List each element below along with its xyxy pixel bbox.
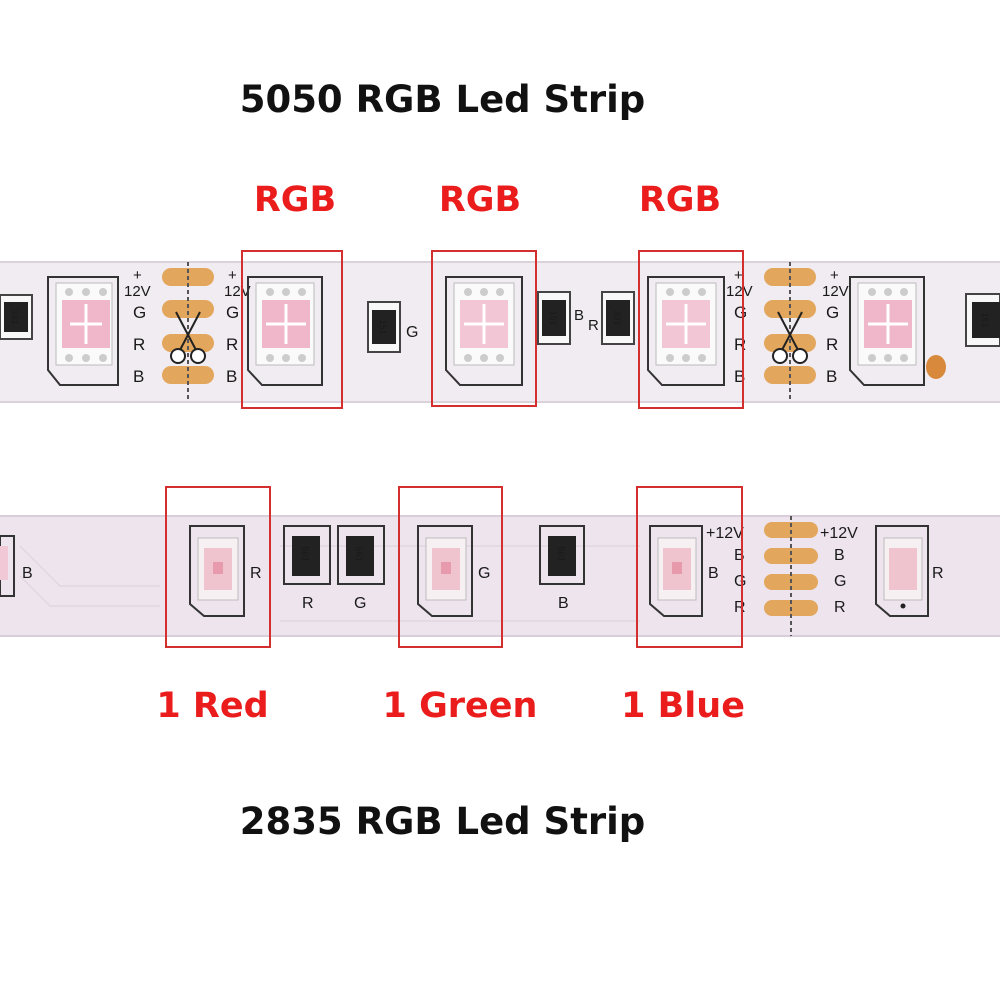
rgb-label-1: RGB [253, 180, 337, 220]
strip-2835-title: 2835 RGB Led Strip [239, 800, 646, 843]
led-5050-1 [47, 276, 119, 386]
label-1-green: 1 Green [382, 686, 538, 726]
resistor-561-2: 561 [337, 525, 385, 585]
svg-text:R: R [834, 599, 846, 616]
svg-text:B: B [133, 367, 144, 386]
scissors-icon-2 [777, 311, 803, 351]
svg-text:B: B [834, 547, 845, 564]
svg-text:+12V: +12V [820, 525, 858, 542]
led-2835-right [875, 525, 929, 617]
svg-text:B: B [734, 367, 745, 386]
highlight-box-red [165, 486, 271, 648]
svg-text:G: G [406, 324, 418, 341]
cut-pads-1 [162, 262, 214, 402]
scissors-handle-left-icon [170, 348, 186, 364]
label-1-red: 1 Red [156, 686, 269, 726]
svg-text:R: R [734, 599, 746, 616]
svg-text:12V: 12V [124, 283, 151, 300]
led-2835-red [189, 525, 245, 617]
resistor-151-2: 151 [537, 291, 571, 345]
strip-5050: 331 + 12V G R B + [0, 250, 1000, 409]
svg-text:12V: 12V [822, 283, 849, 300]
led-5050-2 [247, 276, 323, 386]
scissors-handle-right-icon [190, 348, 206, 364]
svg-text:B: B [826, 367, 837, 386]
led-5050-3 [445, 276, 523, 386]
svg-text:331: 331 [10, 309, 20, 324]
svg-text:+: + [734, 267, 743, 284]
svg-text:561: 561 [300, 546, 310, 561]
svg-text:B: B [708, 565, 719, 582]
svg-text:G: G [834, 573, 846, 590]
svg-text:151: 151 [378, 319, 388, 334]
scissors-icon [175, 311, 201, 351]
svg-text:G: G [734, 573, 746, 590]
highlight-box-rgb-1 [241, 250, 343, 409]
svg-text:R: R [250, 565, 262, 582]
svg-text:G: G [826, 303, 839, 322]
led-2835-green [417, 525, 473, 617]
svg-text:R: R [932, 565, 944, 582]
label-1-blue: 1 Blue [621, 686, 745, 726]
svg-text:G: G [354, 595, 366, 612]
svg-text:R: R [133, 335, 145, 354]
resistor-331-left: 331 [0, 294, 33, 340]
led-2835-blue [649, 525, 703, 617]
strip-5050-title: 5050 RGB Led Strip [239, 78, 646, 121]
svg-text:12V: 12V [224, 283, 251, 300]
resistor-331-2: 331 [601, 291, 635, 345]
svg-text:R: R [588, 317, 599, 334]
highlight-box-rgb-3 [638, 250, 744, 409]
svg-text:R: R [734, 335, 746, 354]
svg-text:G: G [226, 303, 239, 322]
cut-pads-3 [764, 516, 818, 636]
svg-text:B: B [558, 595, 569, 612]
svg-text:B: B [734, 547, 745, 564]
svg-text:561: 561 [556, 546, 566, 561]
svg-text:+: + [830, 267, 839, 284]
svg-text:B: B [574, 307, 584, 324]
svg-text:R: R [302, 595, 314, 612]
resistor-561-1: 561 [283, 525, 331, 585]
cut-pads-2 [764, 262, 816, 402]
svg-text:G: G [734, 303, 747, 322]
resistor-151-1: 151 [367, 301, 401, 353]
highlight-box-rgb-2 [431, 250, 537, 407]
svg-text:G: G [133, 303, 146, 322]
led-5050-5 [849, 276, 925, 386]
svg-text:B: B [22, 565, 33, 582]
rgb-label-3: RGB [638, 180, 722, 220]
svg-text:B: B [226, 367, 237, 386]
highlight-box-green [398, 486, 503, 648]
resistor-561-3: 561 [539, 525, 585, 585]
svg-text:561: 561 [354, 546, 364, 561]
svg-text:R: R [826, 335, 838, 354]
svg-text:+: + [133, 267, 142, 284]
svg-text:R: R [226, 335, 238, 354]
svg-text:331: 331 [612, 310, 622, 325]
led-5050-4 [647, 276, 725, 386]
svg-text:151: 151 [980, 312, 990, 327]
strip-2835: B R 561 R 561 G G [0, 486, 1000, 648]
svg-text:G: G [478, 565, 490, 582]
highlight-box-blue [636, 486, 743, 648]
rgb-label-2: RGB [438, 180, 522, 220]
resistor-151-right: 151 [965, 293, 1000, 347]
solder-dot [926, 355, 946, 379]
svg-text:+12V: +12V [706, 525, 744, 542]
svg-text:+: + [228, 267, 237, 284]
svg-text:151: 151 [548, 310, 558, 325]
svg-text:12V: 12V [726, 283, 753, 300]
